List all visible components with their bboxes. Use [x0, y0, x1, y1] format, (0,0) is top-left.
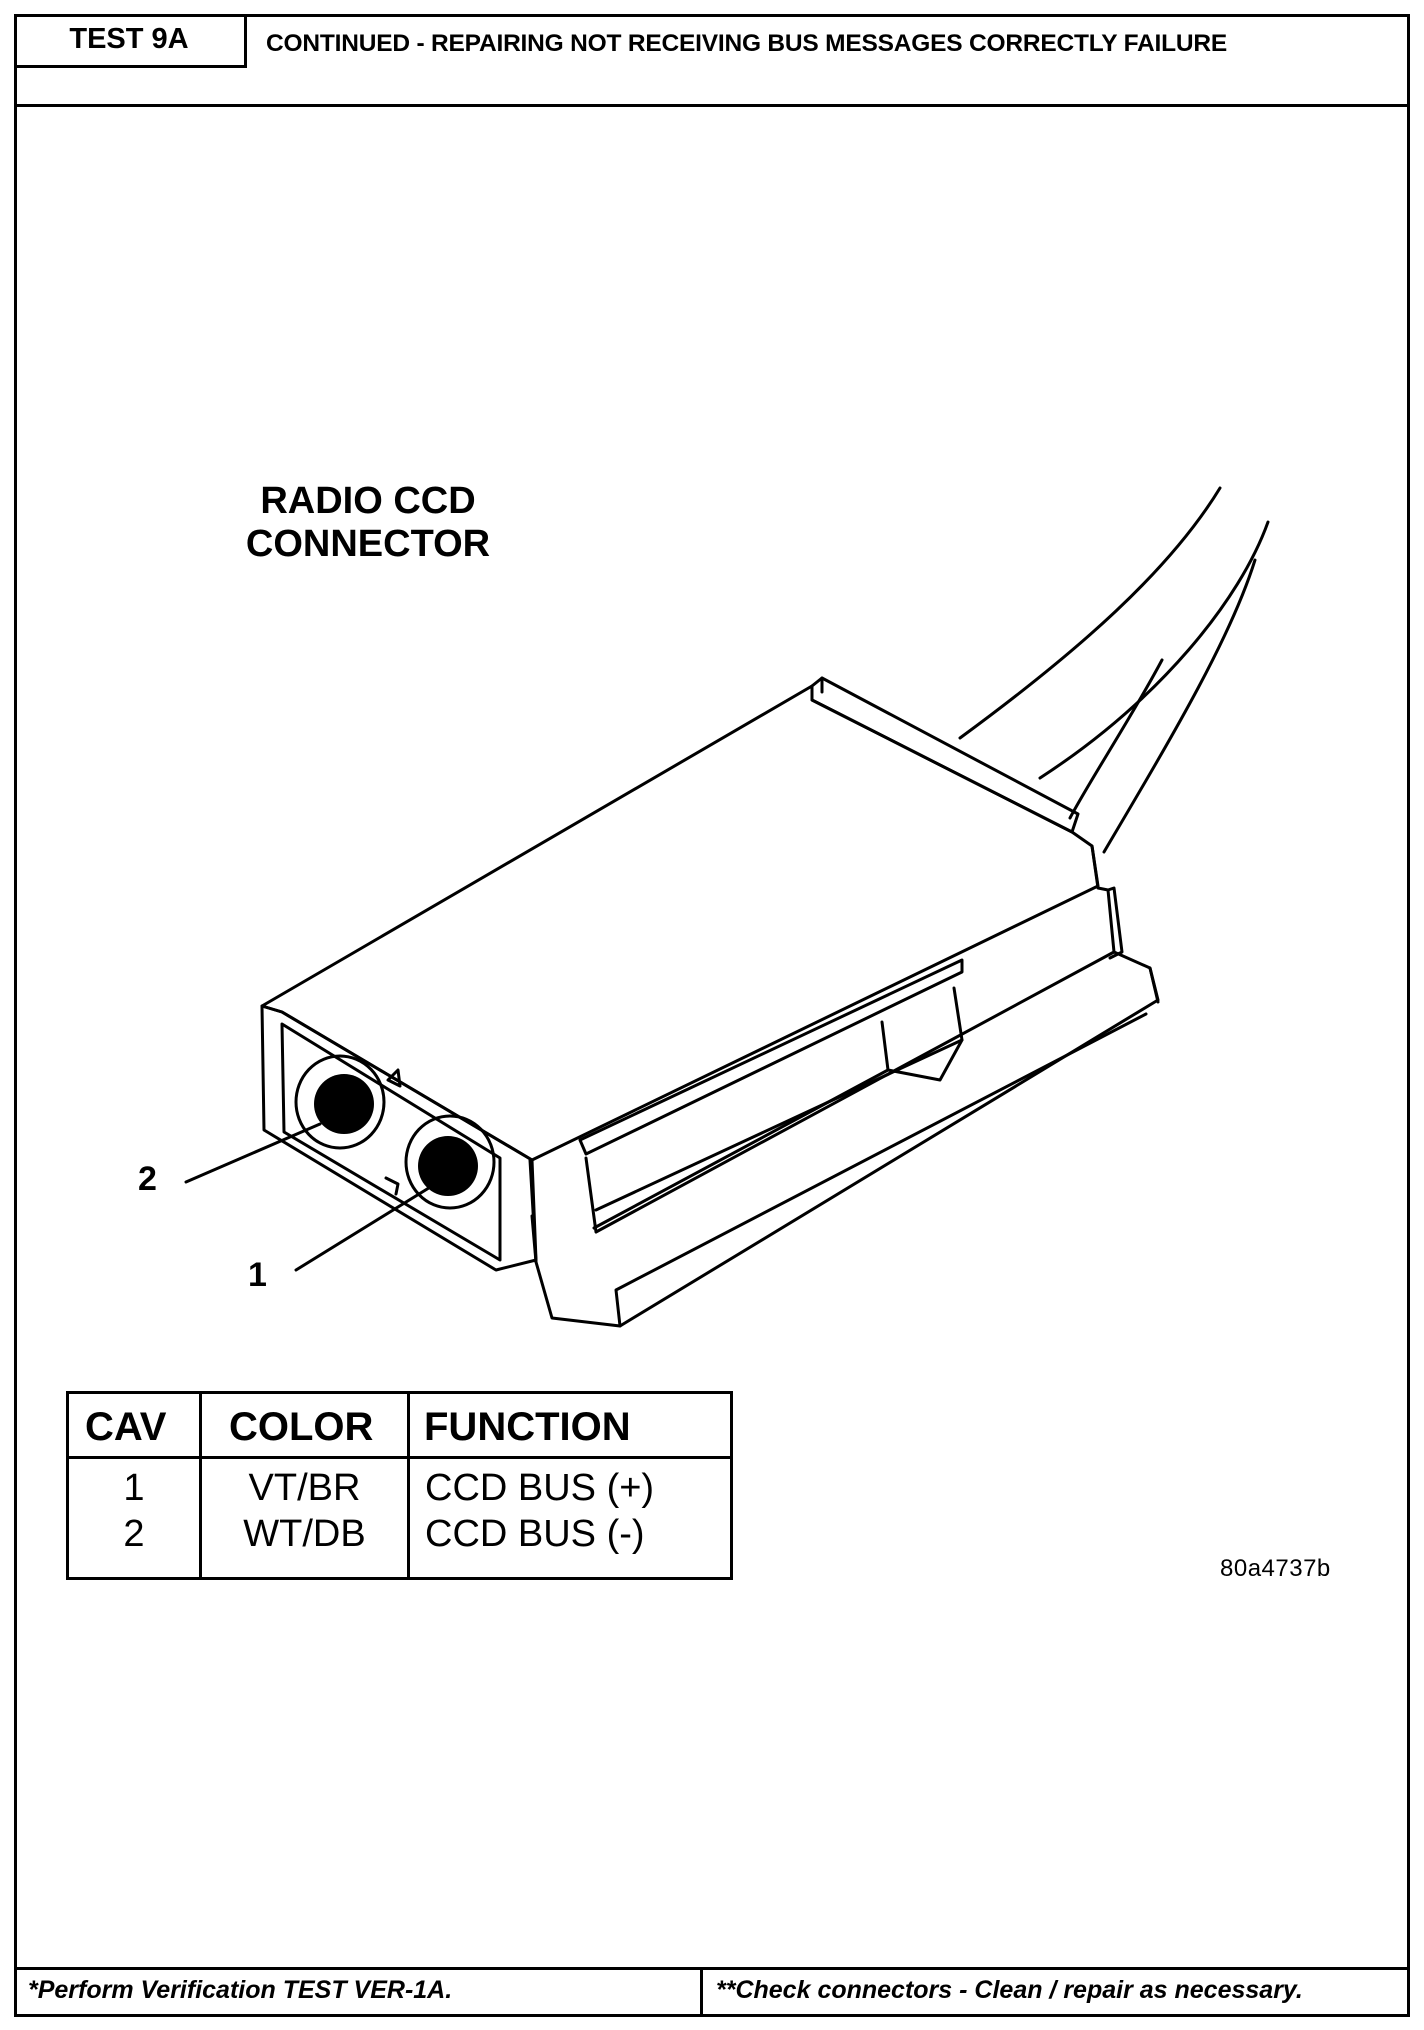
table-cell-cav: 2 — [123, 1513, 145, 1555]
terminal-2 — [314, 1074, 374, 1134]
page-frame — [14, 14, 1410, 2017]
leader-line-1 — [294, 1184, 434, 1272]
table-header-row — [69, 1394, 730, 1459]
cavity-1-outline — [404, 1114, 496, 1210]
wire-3 — [1102, 558, 1257, 854]
top-slot — [578, 958, 964, 1156]
wire-2 — [1038, 520, 1270, 780]
connector-label: RADIO CCD CONNECTOR — [228, 480, 508, 566]
connector-label-line2: CONNECTOR — [245, 523, 491, 565]
footer-divider — [700, 1970, 703, 2017]
table-cell-function: CCD BUS (+) — [425, 1467, 655, 1509]
latch-rail — [810, 676, 1080, 834]
table-header-function: FUNCTION — [424, 1405, 631, 1449]
table-header-cav: CAV — [85, 1405, 167, 1449]
test-label: TEST 9A — [14, 14, 247, 68]
body-right-side — [584, 844, 1116, 1234]
table-divider — [407, 1394, 410, 1577]
table-divider — [199, 1394, 202, 1577]
connector-label-line1: RADIO CCD — [260, 480, 476, 522]
leader-line-2 — [184, 1122, 322, 1184]
table-cell-color: VT/BR — [248, 1467, 361, 1509]
table-header-color: COLOR — [229, 1405, 374, 1449]
wire-4 — [1068, 658, 1164, 820]
header-row — [14, 14, 1410, 107]
footer-note-left: *Perform Verification TEST VER-1A. — [28, 1976, 453, 2004]
pin-label-1: 1 — [248, 1256, 267, 1294]
terminal-1 — [418, 1136, 478, 1196]
footer: *Perform Verification TEST VER-1A. **Che… — [14, 1967, 1410, 2017]
cavity-table: CAV COLOR FUNCTION 1 VT/BR CCD BUS (+) 2… — [66, 1391, 733, 1580]
pin-label-2: 2 — [138, 1160, 157, 1198]
figure-id: 80a4737b — [1220, 1555, 1331, 1582]
release-tab — [880, 986, 964, 1082]
table-cell-function: CCD BUS (-) — [425, 1513, 645, 1555]
table-cell-color: WT/DB — [243, 1513, 366, 1555]
wire-1 — [958, 486, 1222, 740]
cavity-2-outline — [294, 1054, 386, 1150]
footer-note-right: **Check connectors - Clean / repair as n… — [716, 1976, 1303, 2004]
table-cell-cav: 1 — [123, 1467, 145, 1509]
connector-face — [260, 1004, 538, 1272]
page-title: CONTINUED - REPAIRING NOT RECEIVING BUS … — [266, 30, 1227, 57]
